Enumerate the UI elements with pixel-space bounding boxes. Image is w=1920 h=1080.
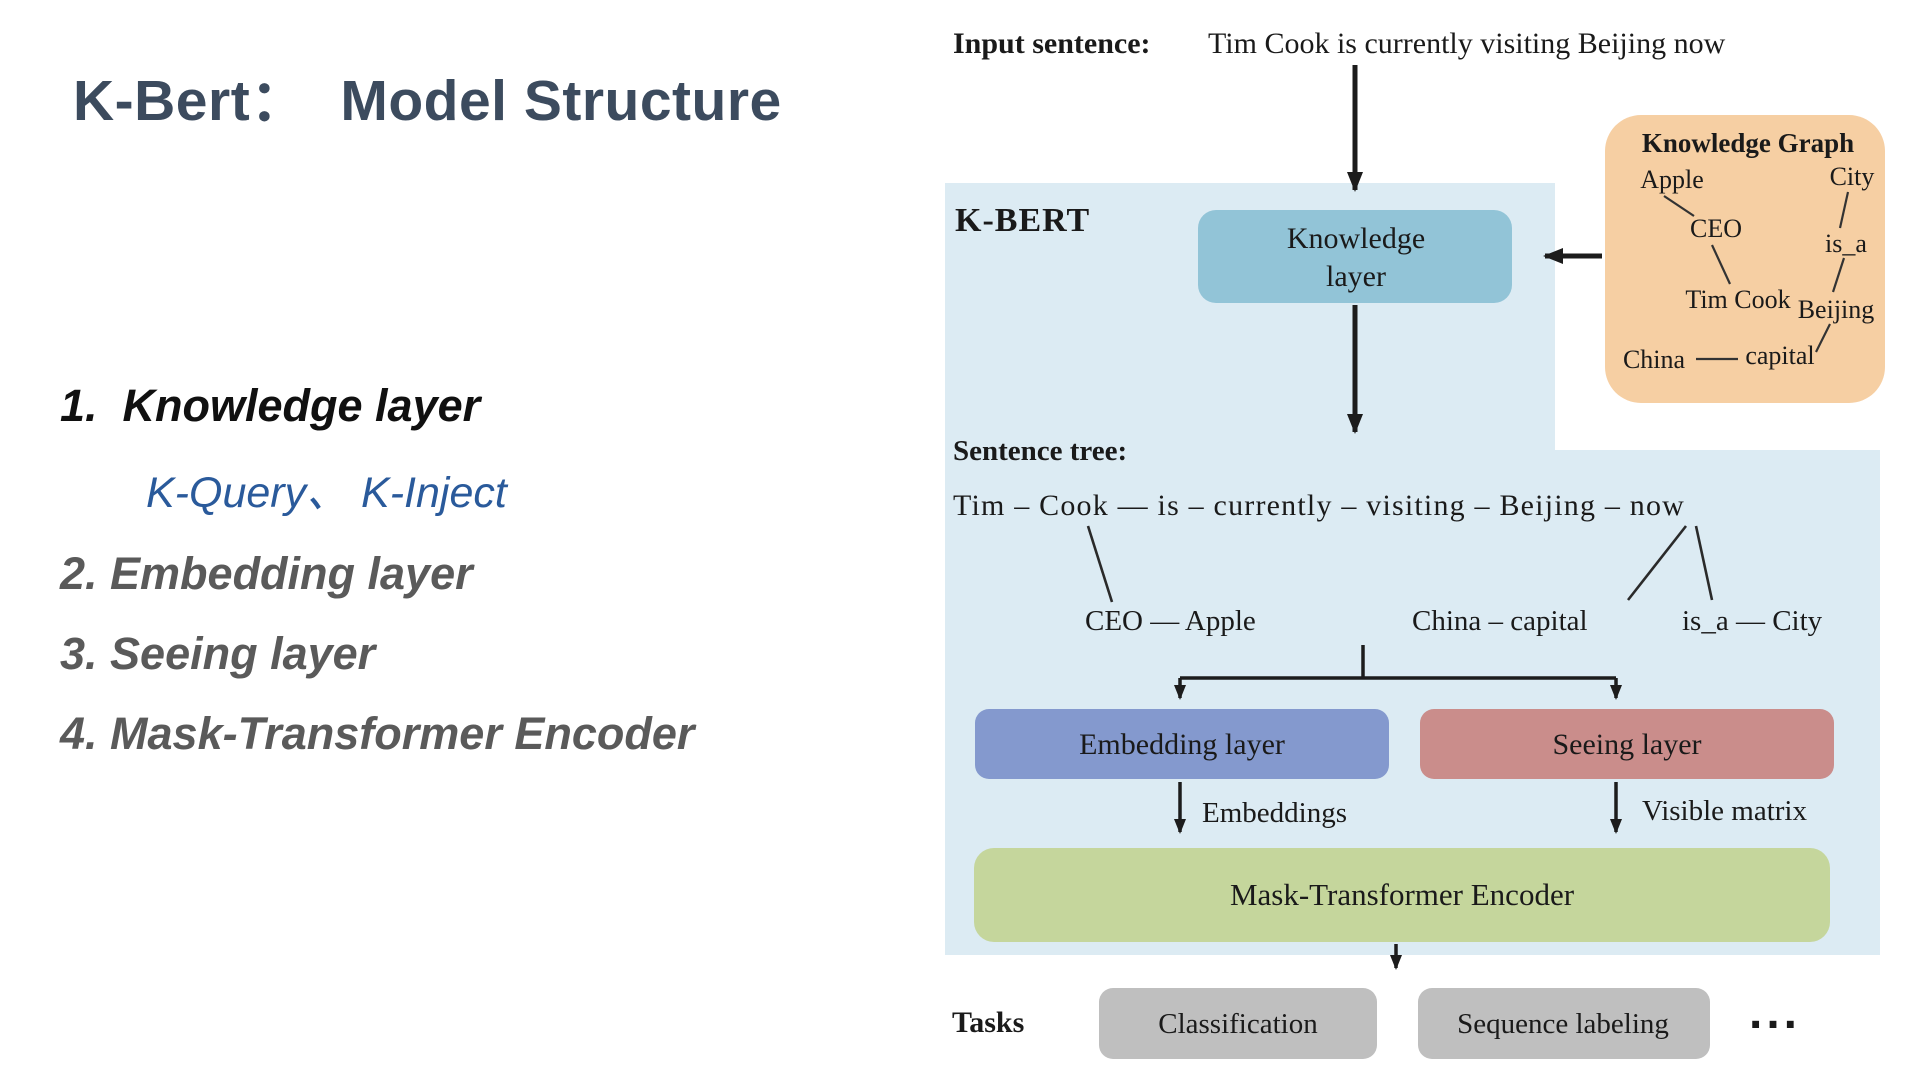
tasks-label: Tasks <box>952 1006 1024 1039</box>
page-title: K-Bert： Model Structure <box>73 69 782 133</box>
visible-matrix-label: Visible matrix <box>1642 795 1807 827</box>
task-classification-text: Classification <box>1158 1008 1318 1040</box>
kg-node-apple: Apple <box>1640 165 1704 194</box>
seeing-layer-text: Seeing layer <box>1552 728 1701 761</box>
knowledge-graph-title: Knowledge Graph <box>1642 128 1854 158</box>
task-classification-box <box>1099 988 1377 1059</box>
seeing-layer-box <box>1420 709 1834 779</box>
list-subitem-kquery-kinject: K-Query、 K-Inject <box>146 469 507 517</box>
input-sentence-label: Input sentence: <box>953 27 1151 60</box>
tree-edge-beijing-isa <box>1694 525 1714 601</box>
kg-node-ceo: CEO <box>1690 214 1742 243</box>
kg-edge-beijing-capital <box>1815 323 1831 353</box>
list-item-knowledge-layer: 1. Knowledge layer <box>60 380 481 431</box>
input-sentence-text: Tim Cook is currently visiting Beijing n… <box>1208 27 1726 60</box>
tree-edge-beijing-capital <box>1626 525 1688 601</box>
kg-edge-city-isa <box>1838 191 1850 229</box>
kg-node-china: China <box>1623 345 1686 374</box>
knowledge-layer-text-line2: layer <box>1326 260 1386 293</box>
task-sequence-labeling-box <box>1418 988 1710 1059</box>
tree-branch-china-capital: China – capital <box>1412 605 1588 637</box>
kg-edges <box>1663 191 1850 361</box>
knowledge-graph-box <box>1605 115 1885 403</box>
sentence-tree-edges <box>1086 525 1714 603</box>
knowledge-layer-box <box>1198 210 1512 303</box>
list-item-seeing-layer: 3. Seeing layer <box>60 628 376 679</box>
list-item-embedding-layer: 2. Embedding layer <box>60 548 473 599</box>
knowledge-layer-text-line1: Knowledge <box>1287 222 1425 255</box>
tree-edge-cook-ceo <box>1086 525 1114 603</box>
kg-node-beijing: Beijing <box>1798 295 1875 324</box>
sentence-tree-row: Tim – Cook — is – currently – visiting –… <box>953 489 1685 522</box>
kg-edge-isa-beijing <box>1831 257 1846 293</box>
sentence-tree-label: Sentence tree: <box>953 435 1127 467</box>
kg-node-city: City <box>1830 162 1875 191</box>
tree-split-connector <box>1174 645 1622 700</box>
tasks-ellipsis: ... <box>1749 986 1801 1039</box>
task-sequence-labeling-text: Sequence labeling <box>1457 1008 1669 1040</box>
list-item-mask-transformer-encoder: 4. Mask-Transformer Encoder <box>60 708 695 759</box>
mask-transformer-encoder-text: Mask-Transformer Encoder <box>1230 877 1575 912</box>
tree-branch-ceo-apple: CEO — Apple <box>1085 605 1256 637</box>
mask-transformer-encoder-box <box>974 848 1830 942</box>
kbert-region-label: K-BERT <box>955 202 1090 239</box>
kg-edge-apple-ceo <box>1663 195 1695 217</box>
kg-node-capital: capital <box>1745 341 1814 370</box>
embedding-layer-text: Embedding layer <box>1079 728 1285 761</box>
tree-branch-isa-city: is_a — City <box>1682 605 1823 637</box>
kg-edge-ceo-timcook <box>1711 244 1731 285</box>
embeddings-label: Embeddings <box>1202 797 1347 829</box>
kg-node-is-a: is_a <box>1825 229 1867 258</box>
embedding-layer-box <box>975 709 1389 779</box>
kg-node-tim-cook: Tim Cook <box>1685 285 1790 314</box>
